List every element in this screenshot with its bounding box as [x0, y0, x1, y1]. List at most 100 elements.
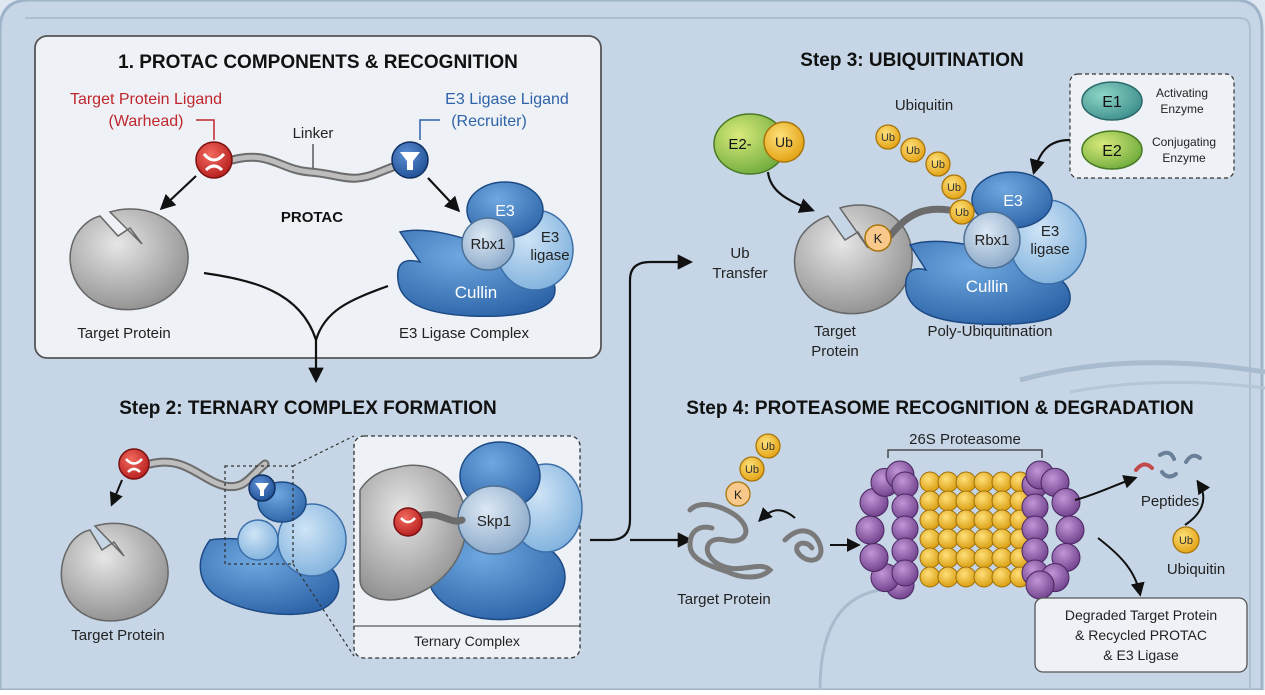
proteasome-core-subunit — [919, 471, 941, 493]
e3-complex-1 — [397, 181, 574, 318]
step4-title: Step 4: PROTEASOME RECOGNITION & DEGRADA… — [686, 398, 1193, 419]
e1-desc-1: Activating — [1156, 86, 1208, 100]
e3-ligase-label-3b: ligase — [1030, 241, 1069, 258]
proteasome-core-subunit — [955, 509, 977, 531]
unfolded-chain-fragment — [782, 528, 824, 563]
e1-legend-label: E1 — [1102, 94, 1122, 111]
proteasome-cap-subunit — [1051, 488, 1081, 517]
ub-transfer-label-2: Transfer — [712, 265, 767, 282]
small-ternary-complex — [199, 474, 347, 616]
arrow-legend-to-e3 — [1029, 138, 1071, 175]
step4-target-label: Target Protein — [677, 591, 770, 608]
e3-label-1: E3 — [495, 203, 515, 220]
rbx1-label-3: Rbx1 — [974, 232, 1009, 249]
recruiter-label-2: (Recruiter) — [451, 113, 527, 130]
ternary-complex-label: Ternary Complex — [414, 633, 520, 649]
rbx1-label-1: Rbx1 — [470, 236, 505, 253]
cullin-label-3: Cullin — [966, 277, 1009, 296]
target-protein-shape-1 — [69, 208, 189, 311]
e3-ligase-label-3a: E3 — [1041, 223, 1059, 240]
recycled-ub-icon — [1172, 526, 1200, 554]
proteasome-cap-subunit — [1055, 515, 1085, 545]
e3-ligase-label-1a: E3 — [541, 229, 559, 246]
proteasome-core-subunit — [973, 490, 995, 512]
e2-ub-label: Ub — [775, 134, 793, 150]
step3-target-label-2: Protein — [811, 343, 859, 360]
result-line-2: & Recycled PROTAC — [1075, 627, 1207, 643]
step2-title: Step 2: TERNARY COMPLEX FORMATION — [119, 398, 497, 419]
arrow-e2-to-target — [766, 171, 815, 213]
proteasome-core-subunit — [937, 566, 959, 588]
lysine-icon-3 — [864, 224, 892, 252]
e2-legend-icon — [1081, 130, 1143, 170]
proteasome-26s — [855, 460, 1085, 600]
arrow-to-peptides — [1074, 475, 1138, 501]
e3-complex-3 — [904, 171, 1087, 326]
recruiter-leader-line — [419, 119, 440, 140]
proteasome-core-subunit — [991, 547, 1013, 569]
recruiter-label-1: E3 Ligase Ligand — [445, 91, 569, 108]
proteasome-core-subunit — [937, 509, 959, 531]
organelle-membrane-2 — [1069, 380, 1265, 394]
arrow-ub-recycle — [1184, 479, 1211, 526]
target-protein-label-1: Target Protein — [77, 325, 170, 342]
linker-label: Linker — [293, 125, 334, 142]
protac-label: PROTAC — [281, 209, 343, 226]
warhead-icon — [195, 141, 233, 179]
proteasome-core-subunit — [973, 509, 995, 531]
ub-chain-label-4: Ub — [947, 182, 961, 194]
e2-desc-1: Conjugating — [1152, 135, 1216, 149]
e2-label-3: E2- — [728, 136, 751, 153]
ub-transfer-label-1: Ub — [730, 245, 749, 262]
proteasome-cap-subunit — [855, 515, 885, 545]
ubiquitin-label-3: Ubiquitin — [895, 97, 953, 114]
organelle-membrane-3 — [818, 588, 881, 691]
step4-ub-chain — [725, 433, 781, 507]
zoom-line-top — [292, 435, 355, 467]
warhead-label-1: Target Protein Ligand — [70, 91, 222, 108]
ternary-complex-zoom — [359, 441, 583, 621]
panel1-title: 1. PROTAC COMPONENTS & RECOGNITION — [118, 52, 518, 73]
proteasome-core-subunit — [919, 490, 941, 512]
ub-chain-label-1: Ub — [881, 132, 895, 144]
proteasome-core-subunit — [955, 490, 977, 512]
proteasome-core-subunit — [955, 471, 977, 493]
proteasome-core-subunit — [919, 509, 941, 531]
proteasome-core-subunit — [973, 566, 995, 588]
recycled-ub-label: Ub — [1179, 535, 1193, 547]
ub-chain-label-3: Ub — [931, 159, 945, 171]
recruiter-icon — [391, 141, 429, 179]
proteasome-core-subunit — [955, 528, 977, 550]
proteasome-core-subunit — [919, 528, 941, 550]
warhead-label-2: (Warhead) — [109, 113, 184, 130]
proteasome-cap-subunit — [891, 559, 919, 587]
e2-legend-label: E2 — [1102, 143, 1122, 160]
e2-ub-icon — [713, 113, 805, 175]
result-line-3: & E3 Ligase — [1103, 647, 1179, 663]
result-box — [1034, 597, 1248, 673]
proteasome-core-subunit — [937, 547, 959, 569]
step2-target-protein-label: Target Protein — [71, 627, 164, 644]
zoom-line-bottom — [292, 563, 355, 657]
arrow-warhead-to-target — [159, 175, 197, 211]
e1-legend-icon — [1081, 81, 1143, 121]
proteasome-core-subunit — [991, 490, 1013, 512]
polyubiquitin-chain — [875, 124, 975, 225]
proteasome-core-subunit — [919, 566, 941, 588]
e2-desc-2: Enzyme — [1162, 151, 1206, 165]
proteasome-label: 26S Proteasome — [909, 431, 1021, 448]
cullin-label-1: Cullin — [455, 283, 498, 302]
step4-ubiquitin-label: Ubiquitin — [1167, 561, 1225, 578]
arrow-recruiter-to-e3 — [427, 177, 461, 213]
proteasome-core-subunit — [973, 471, 995, 493]
proteasome-core-subunit — [973, 528, 995, 550]
cell-inner-membrane — [25, 17, 1251, 690]
proteasome-core-subunit — [937, 528, 959, 550]
step2-target-protein-shape — [60, 522, 169, 622]
proteasome-cap-subunit — [1025, 570, 1055, 600]
arrow-to-result — [1097, 537, 1145, 597]
step4-ub-label-2: Ub — [761, 441, 775, 453]
ub-chain-label-5: Ub — [955, 207, 969, 219]
